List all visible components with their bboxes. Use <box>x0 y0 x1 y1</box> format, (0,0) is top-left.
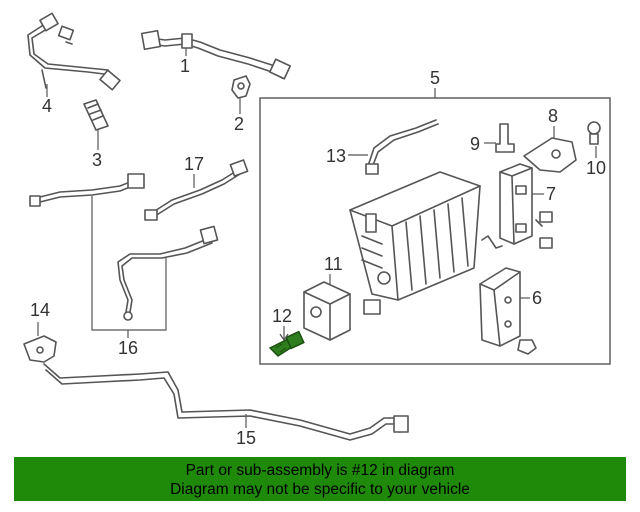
callout-4: 4 <box>42 96 52 116</box>
callout-10: 10 <box>586 158 606 178</box>
part-8-bracket[interactable] <box>523 137 577 173</box>
part-17-hose[interactable] <box>144 159 249 221</box>
clip[interactable] <box>481 235 503 249</box>
canister[interactable] <box>349 171 481 301</box>
callout-13: 13 <box>326 146 346 166</box>
part-10-bolt[interactable] <box>587 121 601 145</box>
part-11-filter[interactable] <box>303 281 381 341</box>
callout-14: 14 <box>30 300 50 320</box>
callout-15: 15 <box>236 428 256 448</box>
info-banner: Part or sub-assembly is #12 in diagram D… <box>14 457 626 501</box>
callout-7: 7 <box>546 184 556 204</box>
part-2-connector[interactable] <box>231 75 251 99</box>
callout-11: 11 <box>324 254 343 274</box>
parts-diagram: 4 1 2 3 17 16 <box>23 12 611 448</box>
part-12-connector-highlighted[interactable] <box>268 330 305 357</box>
part-14-bracket[interactable] <box>23 335 57 363</box>
banner-line-2: Diagram may not be specific to your vehi… <box>170 481 470 498</box>
callout-5: 5 <box>430 68 440 88</box>
bolt-a[interactable] <box>535 211 553 227</box>
callout-12: 12 <box>272 306 292 326</box>
callout-2: 2 <box>234 114 244 134</box>
part-13-tube[interactable] <box>365 119 439 175</box>
part-7-module[interactable] <box>499 163 533 245</box>
part-16-hoses[interactable] <box>29 173 219 331</box>
part-9-bracket[interactable] <box>495 123 515 153</box>
part-15-tube[interactable] <box>43 363 409 441</box>
callout-8: 8 <box>548 106 558 126</box>
part-6-bracket[interactable] <box>479 267 521 347</box>
part-4-hose[interactable] <box>27 12 121 91</box>
callout-9: 9 <box>470 134 480 154</box>
part-1-hose[interactable] <box>140 29 292 80</box>
callout-16: 16 <box>118 338 138 358</box>
callout-17: 17 <box>184 154 204 174</box>
banner-line-1: Part or sub-assembly is #12 in diagram <box>185 462 455 479</box>
callout-1: 1 <box>180 56 190 76</box>
bolt-b[interactable] <box>539 237 553 249</box>
callout-6: 6 <box>532 288 542 308</box>
part-3-filter[interactable] <box>83 99 109 131</box>
bolt-c[interactable] <box>517 339 537 355</box>
callout-3: 3 <box>92 150 102 170</box>
